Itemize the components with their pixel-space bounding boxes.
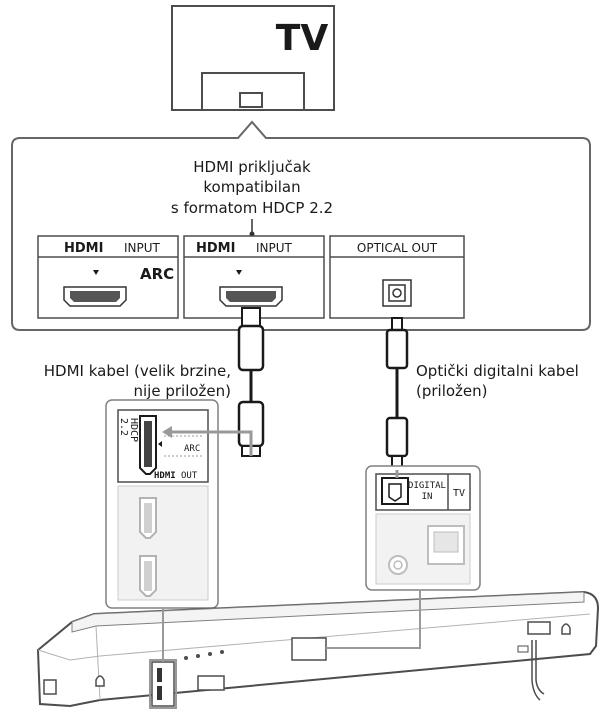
tv-label: TV <box>276 18 329 59</box>
tv: TV <box>171 5 335 111</box>
hdmi-out-label: OUT <box>181 471 198 481</box>
soundbar-tv-label: TV <box>453 488 465 499</box>
soundbar-optical-slot <box>291 637 327 661</box>
digital-in-label: DIGITAL <box>408 481 446 491</box>
port-indicator-icon <box>236 270 242 275</box>
mount-hole-icon <box>561 623 571 635</box>
arc-badge: ARC <box>140 265 174 283</box>
optical-cable <box>385 317 409 471</box>
soundbar-optical-panel: DIGITAL IN TV <box>365 465 481 591</box>
hdcp-note-line2: kompatibilan <box>203 178 300 196</box>
mount-hole-icon <box>43 679 57 695</box>
hdmi-cable-label-line1: HDMI kabel (velik brzine, <box>44 362 231 380</box>
digital-in-label-line2: IN <box>422 492 433 502</box>
hdcp-version-label: 2.2 <box>118 418 129 436</box>
optical-cable-label-line2: (priložen) <box>416 382 488 400</box>
hdmi-logo: HDMI <box>64 241 103 256</box>
input-label: INPUT <box>256 241 293 255</box>
hdmi-cable-label-line2: nije priložen) <box>134 382 232 400</box>
tv-optical-out-port: OPTICAL OUT <box>329 235 465 319</box>
hdcp-note-line1: HDMI priključak <box>193 158 311 176</box>
optical-panel-leader <box>326 590 421 649</box>
hdcp-note-line3: s formatom HDCP 2.2 <box>171 199 333 217</box>
hdcp-label: HDCP <box>128 418 139 442</box>
input-label: INPUT <box>124 241 161 255</box>
soundbar-connector-icon <box>527 621 551 635</box>
tv-stand-neck <box>239 92 263 108</box>
hdmi-logo: HDMI <box>196 241 235 256</box>
tv-hdmi-input-port: HDMI INPUT <box>183 235 325 319</box>
soundbar-hdmi-panel: HDCP 2.2 ARC HDMI OUT <box>105 399 219 609</box>
soundbar-arc-label: ARC <box>184 444 200 454</box>
tv-hdmi-arc-port: HDMI INPUT ARC <box>37 235 179 319</box>
soundbar <box>36 590 600 708</box>
hdmi-connection-arrow <box>172 430 253 456</box>
soundbar-hdmi-slot <box>151 661 175 707</box>
mount-hole-icon <box>95 675 105 687</box>
port-indicator-icon <box>93 270 99 275</box>
optical-out-label: OPTICAL OUT <box>357 241 438 255</box>
hdmi-out-logo: HDMI <box>154 471 176 481</box>
optical-cable-label-line1: Optički digitalni kabel <box>416 362 579 380</box>
power-cord <box>531 640 541 701</box>
hdmi-cable <box>237 307 265 457</box>
